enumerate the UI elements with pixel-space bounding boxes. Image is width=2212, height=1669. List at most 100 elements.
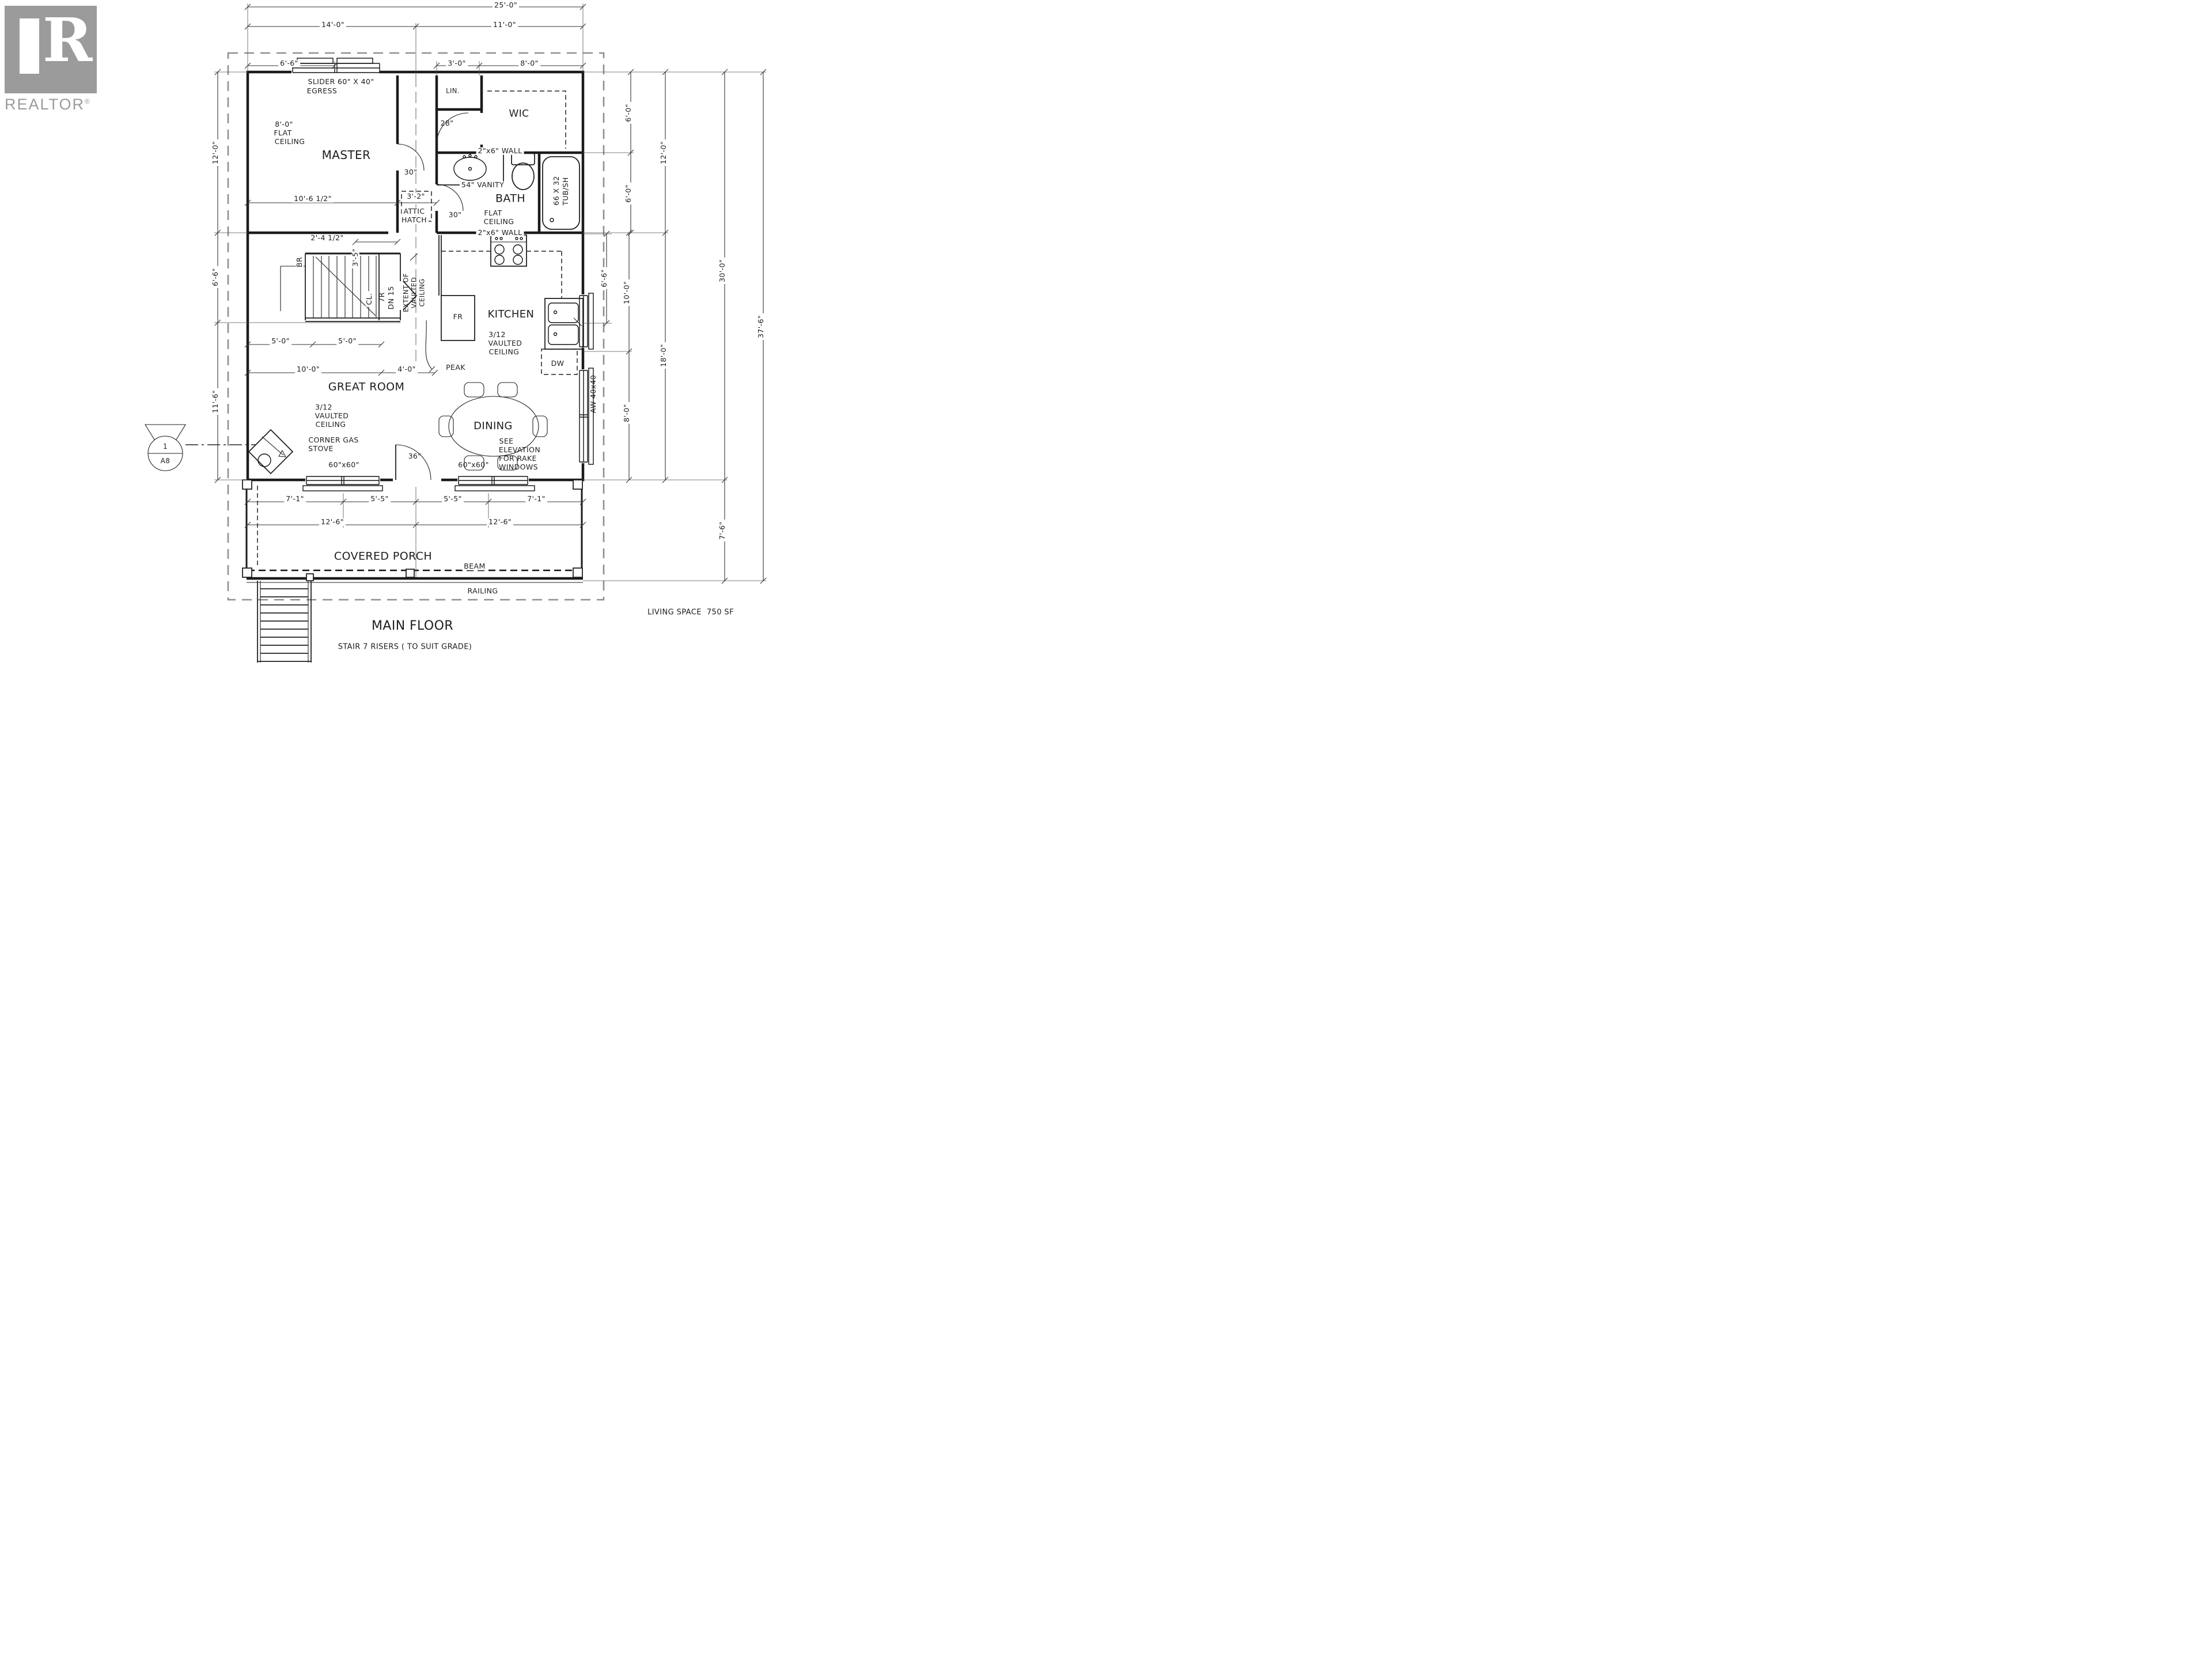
dim-left-stairs: 6'-6" (211, 266, 219, 288)
dim-lin: 3'-0" (446, 59, 468, 67)
dim-right-dining: 8'-0" (622, 402, 631, 424)
faucet-dot-3 (474, 155, 478, 158)
note-stair-risers: 7R (377, 292, 386, 302)
kitchen-cabinet-end (438, 235, 442, 296)
burner (513, 255, 523, 265)
counter-dashed (441, 251, 562, 298)
chair (438, 415, 454, 437)
note-gr-ceiling-3: CEILING (315, 419, 346, 429)
door-30-bath: 30" (448, 210, 462, 219)
dim-stair-width: 3'-5" (351, 247, 359, 268)
sink-faucet (573, 317, 582, 327)
door-36: 36" (408, 451, 422, 460)
porch-post (242, 567, 252, 578)
dim-left-master: 12'-0" (211, 139, 219, 166)
entry-stairs (257, 581, 312, 663)
fridge (441, 295, 475, 341)
dining-window-east (579, 370, 588, 463)
chair (532, 415, 548, 437)
dining-table (448, 396, 539, 457)
dim-master-width: 10'-6 1/2" (292, 195, 334, 203)
note-rake-3: FOR RAKE (499, 453, 537, 463)
dim-grwin-2: 5'-0" (336, 337, 358, 345)
note-kitchen-ceiling-2: VAULTED (488, 338, 522, 347)
wall-openings (291, 67, 588, 485)
vanity-sink (453, 157, 487, 181)
faucet-dot-1 (463, 155, 466, 158)
plan-title: MAIN FLOOR (371, 619, 454, 633)
chair (497, 455, 518, 471)
window-gr-label: 60"x60" (328, 460, 359, 469)
dim-top-right: 11'-0" (491, 21, 518, 29)
greatroom-window (306, 476, 380, 485)
note-slider: SLIDER 60" X 40" (308, 77, 374, 86)
vanity-drain (468, 166, 472, 171)
note-gr-ceiling-1: 3/12 (315, 402, 332, 411)
chair (497, 382, 518, 398)
note-bath-ceiling-1: FLAT (484, 208, 502, 217)
dim-right-wic: 6'-0" (624, 102, 632, 124)
sink-basin-2 (548, 324, 579, 345)
door-28: 28" (440, 118, 454, 127)
stair-post (306, 573, 314, 581)
registered-mark-icon: ® (85, 97, 91, 105)
realtor-logo: R REALTOR® (5, 6, 114, 113)
note-vault-extent-2: VAULTED (410, 277, 418, 309)
room-dining: DINING (474, 420, 513, 432)
wic-door-arc (436, 112, 469, 145)
burner (494, 244, 505, 255)
room-closet: CL. (365, 291, 373, 307)
room-kitchen: KITCHEN (487, 308, 535, 320)
door-30-master: 30" (404, 167, 418, 176)
dim-attic-hatch: 3'-2" (405, 192, 427, 200)
dim-kitchen-depth: 6'-6" (600, 267, 608, 289)
entry-door-arc (395, 444, 431, 480)
dim-top-left: 14'-0" (320, 21, 346, 29)
slider-window (292, 63, 380, 73)
note-master-ceiling-3: CEILING (274, 137, 305, 146)
dim-stair-offset: 2'-4 1/2" (309, 234, 346, 242)
chair (464, 455, 484, 471)
section-marker-number: 1 (162, 442, 168, 451)
dim-right-upper: 12'-0" (659, 139, 668, 166)
dim-window: 6'-6" (278, 59, 300, 67)
note-gas-stove-1: CORNER GAS (308, 435, 359, 444)
room-master: MASTER (321, 148, 371, 162)
note-stair-dn: DN 15 (386, 286, 395, 310)
note-rake-2: ELEVATION (498, 445, 541, 454)
note-wall-lower: 2"x6" WALL (476, 229, 524, 237)
room-linen: LIN. (446, 86, 460, 95)
closet-door-chevron (403, 281, 418, 311)
floor-plan-page: R REALTOR® (0, 0, 903, 682)
note-kitchen-ceiling-1: 3/12 (488, 330, 506, 339)
section-marker-sheet: A8 (160, 456, 171, 465)
note-vault-extent-1: EXTENT OF (402, 273, 410, 312)
sink-basin-1 (548, 302, 579, 323)
faucet-dot-2 (468, 154, 472, 157)
kitchen-fixtures (438, 234, 584, 375)
fixture-tub-label-1: 66 X 32 (551, 176, 560, 206)
note-bath-ceiling-2: CEILING (483, 217, 514, 226)
dim-porch-4: 7'-1" (525, 495, 547, 503)
note-vault-extent-3: CEILING (418, 278, 426, 307)
realtor-logo-mark: R (5, 6, 97, 93)
note-attic-1: ATTIC (402, 207, 427, 215)
tub-drain (550, 218, 554, 222)
dim-grwin-1: 5'-0" (270, 337, 291, 345)
note-peak: PEAK (446, 362, 465, 372)
fixture-vanity-label: 54" VANITY (459, 181, 506, 189)
note-gas-stove-2: STOVE (308, 444, 334, 453)
window-dining-label: 60"x60" (458, 460, 489, 469)
realtor-logo-text: REALTOR® (5, 96, 91, 113)
roofline-dashed-boundary (227, 52, 605, 601)
note-rake-1: SEE (499, 436, 514, 445)
porch-post (573, 479, 583, 490)
realtor-logo-r: R (43, 5, 93, 75)
dim-porch-2: 5'-5" (369, 495, 391, 503)
chair (464, 382, 484, 398)
dim-porch-half-2: 12'-6" (487, 518, 513, 526)
note-egress: EGRESS (306, 86, 338, 95)
dim-wic: 8'-0" (518, 59, 540, 67)
living-space-area: LIVING SPACE 750 SF (647, 608, 734, 617)
room-bath: BATH (495, 192, 526, 205)
